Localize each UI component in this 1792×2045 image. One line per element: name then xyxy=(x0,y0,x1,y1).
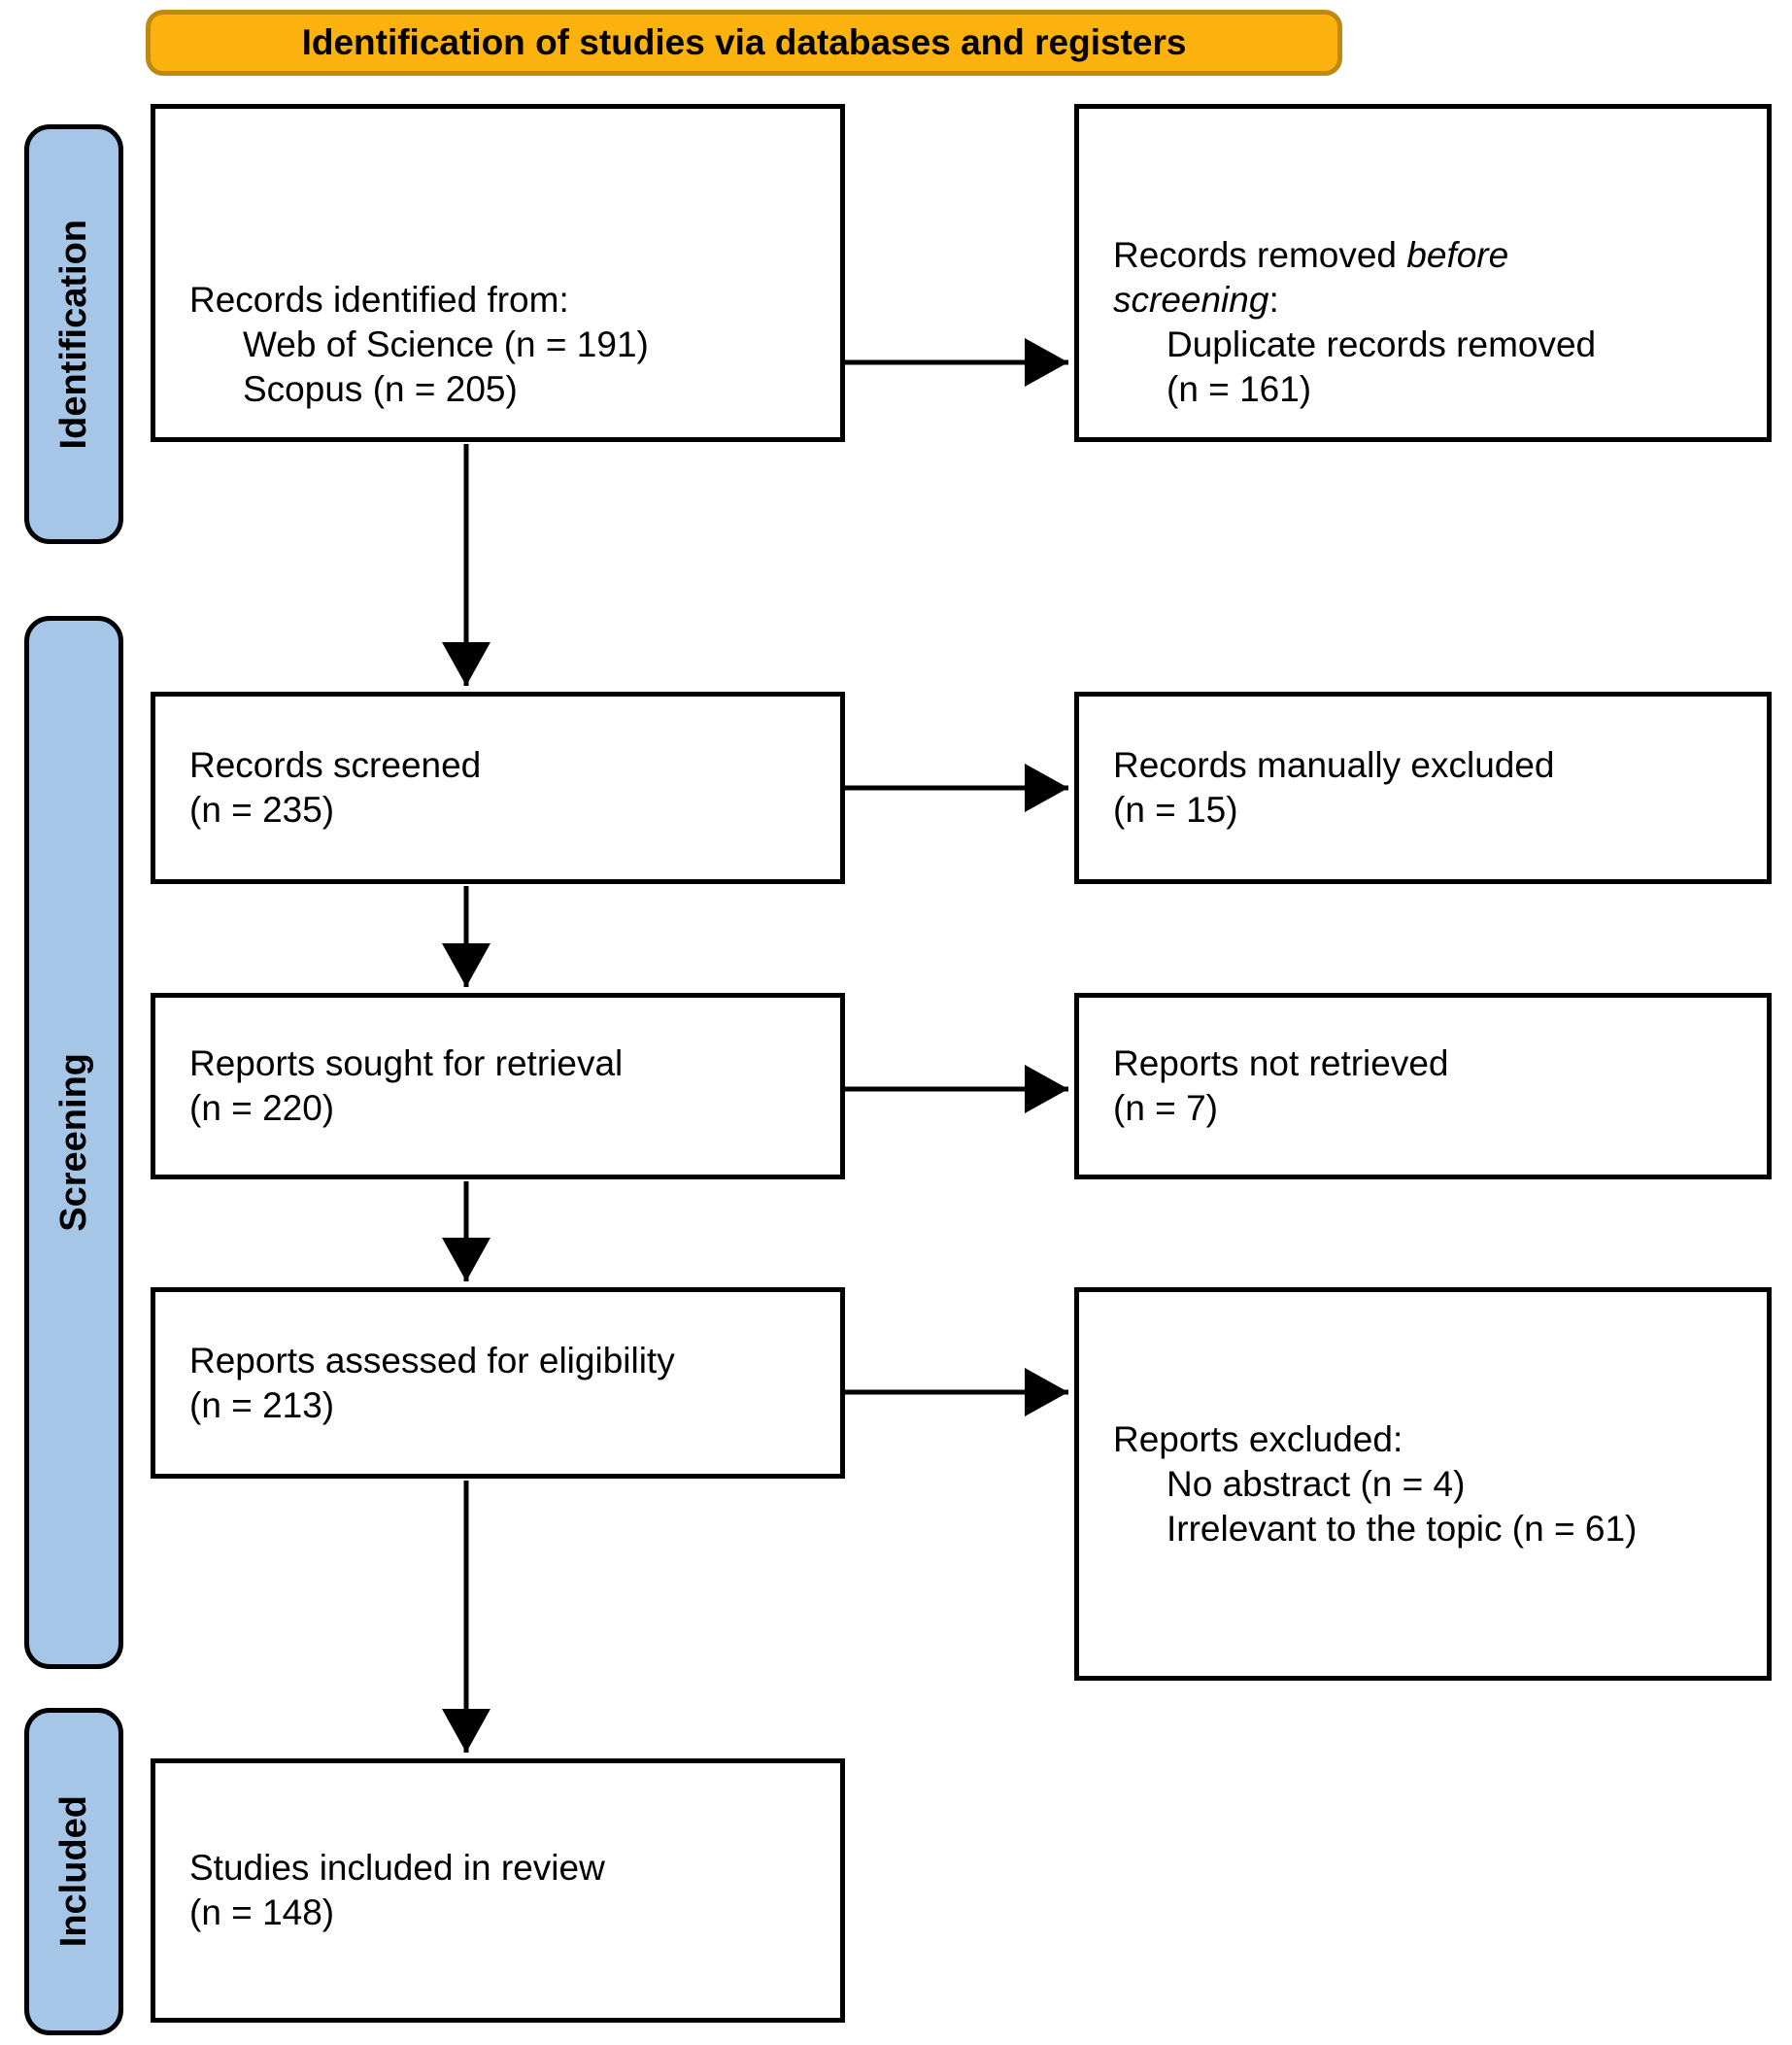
box-records-identified: Records identified from: Web of Science … xyxy=(151,104,845,442)
records-manually-excluded-line: Records manually excluded xyxy=(1113,745,1555,785)
box-records-screened: Records screened (n = 235) xyxy=(151,692,845,884)
reports-excluded-irrelevant: Irrelevant to the topic (n = 61) xyxy=(1166,1508,1638,1549)
box-reports-excluded: Reports excluded: No abstract (n = 4) Ir… xyxy=(1074,1287,1772,1681)
records-removed-heading: Records removed before screening: xyxy=(1113,235,1509,320)
reports-sought-line: Reports sought for retrieval xyxy=(189,1043,624,1083)
reports-not-retrieved-line: Reports not retrieved xyxy=(1113,1043,1449,1083)
studies-included-count: (n = 148) xyxy=(189,1892,335,1932)
reports-assessed-count: (n = 213) xyxy=(189,1384,335,1425)
box-records-manually-excluded: Records manually excluded (n = 15) xyxy=(1074,692,1772,884)
records-screened-count: (n = 235) xyxy=(189,790,335,830)
studies-included-line: Studies included in review xyxy=(189,1848,605,1888)
stage-tab-screening: Screening xyxy=(24,616,123,1669)
box-reports-assessed-for-eligibility: Reports assessed for eligibility (n = 21… xyxy=(151,1287,845,1479)
records-identified-line: Records identified from: xyxy=(189,280,569,320)
reports-sought-count: (n = 220) xyxy=(189,1088,335,1128)
banner-title: Identification of studies via databases … xyxy=(146,10,1342,76)
records-identified-source-scopus: Scopus (n = 205) xyxy=(243,369,518,409)
reports-excluded-no-abstract: No abstract (n = 4) xyxy=(1166,1463,1466,1504)
records-identified-source-wos: Web of Science (n = 191) xyxy=(243,324,649,364)
box-records-removed-before-screening: Records removed before screening: Duplic… xyxy=(1074,104,1772,442)
stage-tab-included: Included xyxy=(24,1708,123,2035)
stage-tab-identification: Identification xyxy=(24,124,123,544)
reports-not-retrieved-count: (n = 7) xyxy=(1113,1088,1218,1128)
duplicate-records-removed-count: (n = 161) xyxy=(1166,369,1312,409)
records-manually-excluded-count: (n = 15) xyxy=(1113,790,1238,830)
box-studies-included-in-review: Studies included in review (n = 148) xyxy=(151,1758,845,2023)
box-reports-not-retrieved: Reports not retrieved (n = 7) xyxy=(1074,993,1772,1179)
reports-excluded-heading: Reports excluded: xyxy=(1113,1418,1403,1459)
duplicate-records-removed-line: Duplicate records removed xyxy=(1166,324,1597,364)
records-screened-line: Records screened xyxy=(189,745,482,785)
box-reports-sought-for-retrieval: Reports sought for retrieval (n = 220) xyxy=(151,993,845,1179)
reports-assessed-line: Reports assessed for eligibility xyxy=(189,1340,675,1380)
